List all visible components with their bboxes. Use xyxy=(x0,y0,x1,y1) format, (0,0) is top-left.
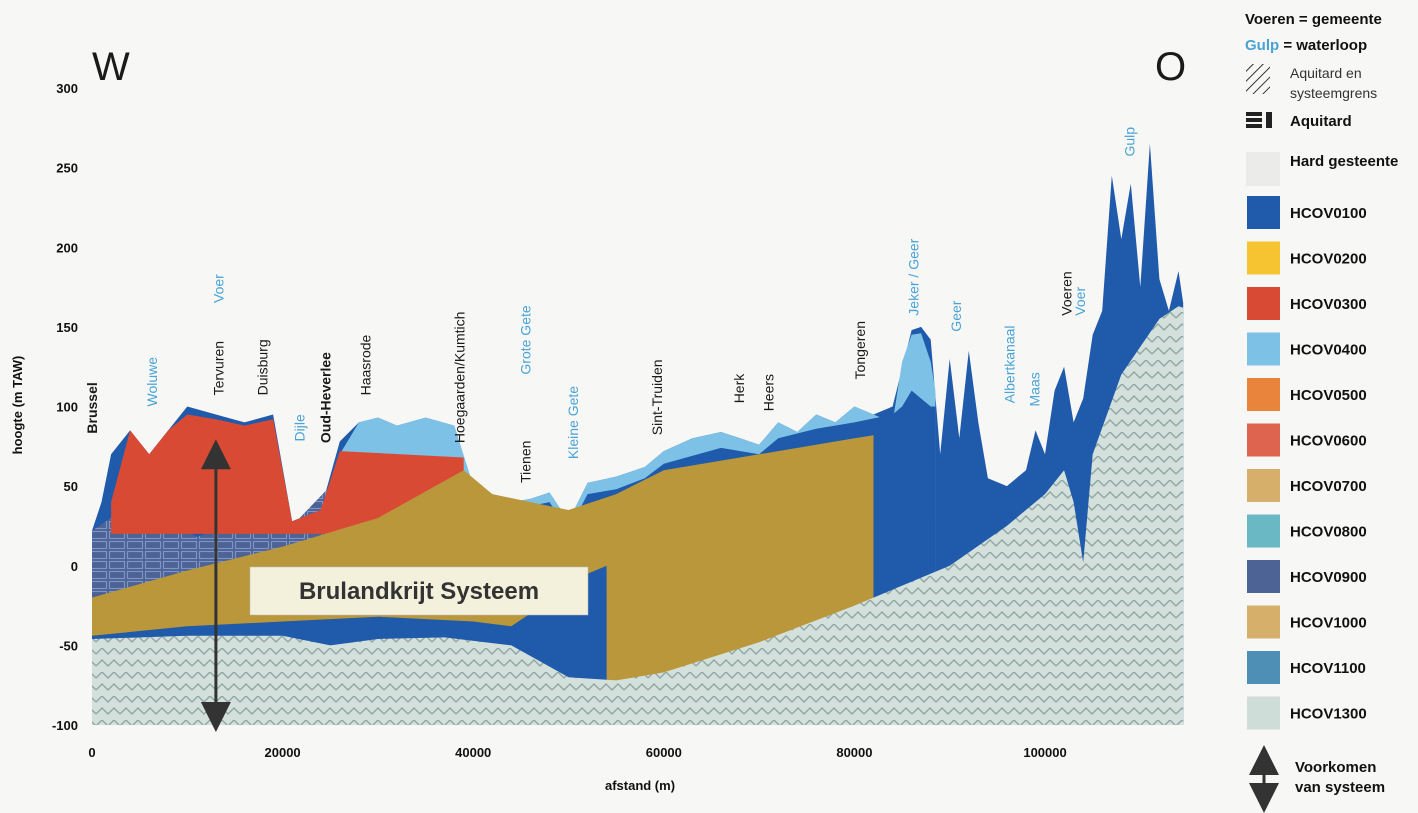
place-label-waterloop: Voer xyxy=(211,274,227,303)
y-tick-label: 0 xyxy=(71,559,78,574)
place-label-gemeente: Herk xyxy=(731,373,747,404)
legend-label-HCOV1300: HCOV1300 xyxy=(1290,706,1367,723)
x-tick-label: 20000 xyxy=(265,745,301,760)
place-label-waterloop: Jeker / Geer xyxy=(905,238,921,315)
system-label-text: Brulandkrijt Systeem xyxy=(299,578,539,605)
place-label-waterloop: Kleine Gete xyxy=(565,386,581,459)
legend-arrow: Voorkomen van systeem xyxy=(1249,745,1385,813)
legend-symbol-label: systeemgrens xyxy=(1290,85,1377,101)
place-label-gemeente: Brussel xyxy=(84,382,100,433)
y-tick-label: 150 xyxy=(56,320,78,335)
legend-swatch-HCOV0600 xyxy=(1247,423,1280,457)
direction-east: O xyxy=(1155,45,1186,89)
place-label-gemeente: Voeren xyxy=(1059,271,1075,315)
place-label-gemeente: Hoegaarden/Kumtich xyxy=(452,312,468,444)
y-tick-label: 300 xyxy=(56,81,78,96)
system-label-box xyxy=(249,566,589,616)
x-tick-label: 60000 xyxy=(646,745,682,760)
legend-swatch-HCOV0500 xyxy=(1247,378,1280,411)
legend: Voeren = gemeente Gulp = waterloop Aquit… xyxy=(1245,11,1398,813)
place-label-waterloop: Geer xyxy=(948,300,964,331)
place-label-waterloop: Voer xyxy=(1072,287,1088,316)
legend-swatch-HCOV1100 xyxy=(1247,651,1280,684)
place-label-waterloop: Grote Gete xyxy=(517,305,533,374)
place-label-waterloop: Albertkanaal xyxy=(1002,325,1018,403)
aquitard-swatch xyxy=(1246,112,1272,128)
hard-gesteente-swatch xyxy=(1246,152,1280,186)
legend-swatch-HCOV0200 xyxy=(1247,241,1280,275)
legend-label-HCOV0600: HCOV0600 xyxy=(1290,433,1367,450)
place-label-gemeente: Tongeren xyxy=(852,321,868,379)
layer-HCOV1300 xyxy=(92,306,1184,725)
place-label-gemeente: Heers xyxy=(760,374,776,411)
x-tick-label: 80000 xyxy=(836,745,872,760)
place-label-waterloop: Woluwe xyxy=(144,357,160,407)
legend-label-HCOV0700: HCOV0700 xyxy=(1290,478,1367,495)
y-tick-label: 200 xyxy=(56,240,78,255)
aquitard-systeemgrens-swatch xyxy=(1246,64,1270,94)
x-tick-label: 0 xyxy=(88,745,95,760)
legend-symbol-label: Aquitard en xyxy=(1290,65,1362,81)
legend-swatch-HCOV0400 xyxy=(1247,332,1280,366)
legend-symbol-label: Aquitard xyxy=(1290,113,1352,130)
place-label-gemeente: Sint-Truiden xyxy=(649,359,665,435)
legend-label-HCOV0100: HCOV0100 xyxy=(1290,205,1367,222)
y-axis-label: hoogte (m TAW) xyxy=(10,356,25,455)
place-label-gemeente: Tervuren xyxy=(211,341,227,395)
place-label-gemeente: Haasrode xyxy=(357,334,373,395)
legend-label-HCOV0800: HCOV0800 xyxy=(1290,524,1367,541)
legend-label-HCOV0200: HCOV0200 xyxy=(1290,251,1367,268)
y-tick-label: -50 xyxy=(59,638,78,653)
legend-swatch-HCOV1300 xyxy=(1247,696,1280,730)
legend-swatch-HCOV0300 xyxy=(1247,287,1280,320)
y-tick-label: -100 xyxy=(52,718,78,733)
place-label-gemeente: Tienen xyxy=(517,441,533,483)
legend-swatch-HCOV0700 xyxy=(1247,469,1280,502)
place-label-gemeente: Duisburg xyxy=(254,339,270,395)
legend-swatch-HCOV0100 xyxy=(1247,196,1280,229)
geological-layers xyxy=(92,143,1184,725)
y-tick-label: 250 xyxy=(56,161,78,176)
legend-swatch-HCOV0900 xyxy=(1247,560,1280,593)
legend-gemeente: Voeren = gemeente xyxy=(1245,11,1382,28)
legend-swatch-HCOV0800 xyxy=(1247,514,1280,548)
x-axis-ticks: 0 20000 40000 60000 80000 100000 xyxy=(88,745,1066,760)
legend-label-HCOV1000: HCOV1000 xyxy=(1290,615,1367,632)
legend-arrow-label-2: van systeem xyxy=(1295,779,1385,796)
layer-HCOV0300 xyxy=(111,414,464,534)
place-label-waterloop: Gulp xyxy=(1122,127,1138,157)
legend-label-HCOV0500: HCOV0500 xyxy=(1290,387,1367,404)
direction-west: W xyxy=(92,45,130,89)
legend-waterloop: Gulp = waterloop xyxy=(1245,37,1367,54)
x-tick-label: 100000 xyxy=(1023,745,1066,760)
legend-label-HCOV0900: HCOV0900 xyxy=(1290,569,1367,586)
y-tick-label: 50 xyxy=(64,479,78,494)
legend-arrow-label-1: Voorkomen xyxy=(1295,759,1376,776)
place-label-gemeente: Oud-Heverlee xyxy=(317,352,333,443)
legend-symbol-label: Hard gesteente xyxy=(1290,153,1398,170)
x-tick-label: 40000 xyxy=(455,745,491,760)
x-axis-label: afstand (m) xyxy=(605,778,675,793)
place-label-waterloop: Maas xyxy=(1026,372,1042,406)
legend-label-HCOV1100: HCOV1100 xyxy=(1290,660,1366,677)
y-tick-label: 100 xyxy=(56,400,78,415)
legend-label-HCOV0300: HCOV0300 xyxy=(1290,296,1367,313)
y-axis-ticks: 300 250 200 150 100 50 0 -50 -100 xyxy=(52,81,78,733)
legend-swatch-HCOV1000 xyxy=(1247,605,1280,639)
legend-label-HCOV0400: HCOV0400 xyxy=(1290,342,1367,359)
system-label: Brulandkrijt Systeem xyxy=(249,566,589,616)
place-label-waterloop: Dijle xyxy=(292,414,308,441)
